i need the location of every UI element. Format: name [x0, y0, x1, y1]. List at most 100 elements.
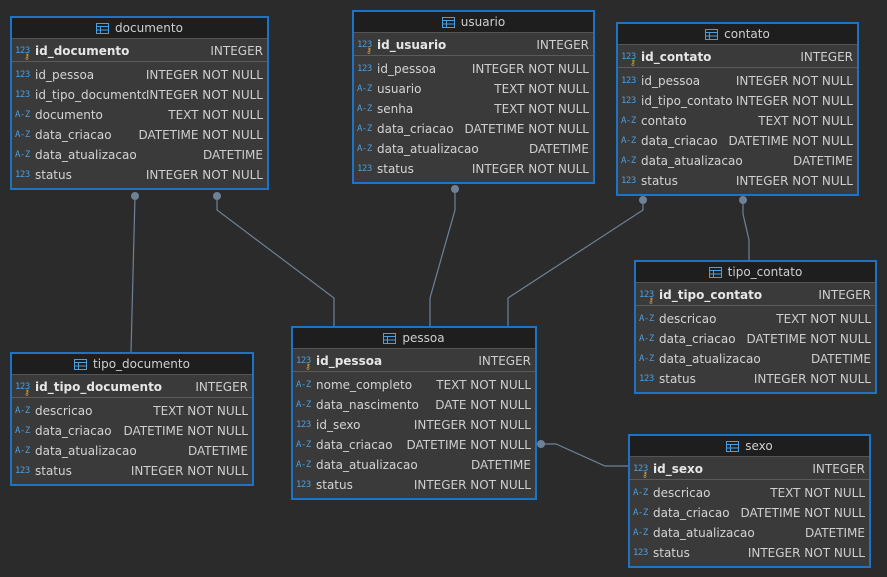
relationship-endpoint[interactable] [739, 196, 747, 204]
column-name: id_usuario [377, 37, 447, 52]
entity-title: pessoa [402, 331, 445, 345]
relationship-endpoint[interactable] [213, 192, 221, 200]
entity-title: documento [115, 21, 183, 35]
column-name: contato [641, 114, 687, 128]
text-type-icon: A-Z [296, 400, 311, 410]
relationship-pessoa-sexo[interactable] [541, 443, 629, 467]
relationship-usuario-pessoa[interactable] [429, 189, 456, 326]
column-name: status [316, 478, 353, 492]
relationship-endpoint[interactable] [131, 192, 139, 200]
table-icon [705, 28, 719, 40]
column-type: INTEGER [195, 379, 248, 394]
text-type-icon: A-Z [296, 460, 311, 470]
relationship-endpoint[interactable] [537, 440, 545, 448]
column-name: descricao [659, 312, 717, 326]
column-name: id_documento [35, 43, 130, 58]
entity-header[interactable]: contato [618, 24, 857, 45]
entity-header[interactable]: documento [12, 18, 267, 39]
column-name: senha [377, 102, 414, 116]
column-type: INTEGER [210, 43, 263, 58]
numeric-type-icon: 123 [15, 90, 30, 100]
column-name: id_tipo_contato [659, 287, 763, 302]
column-type: INTEGER NOT NULL [413, 418, 531, 432]
text-type-icon: A-Z [15, 150, 30, 160]
relationship-endpoint[interactable] [451, 185, 459, 193]
text-type-icon: A-Z [357, 144, 372, 154]
relationship-endpoint[interactable] [639, 196, 647, 204]
text-type-icon: A-Z [15, 406, 30, 416]
entity-header[interactable]: usuario [354, 12, 593, 33]
entity-header[interactable]: tipo_documento [12, 354, 252, 375]
entity-title: sexo [745, 439, 773, 453]
column-name: data_atualizacao [35, 148, 137, 162]
text-type-icon: A-Z [296, 380, 311, 390]
entity-header[interactable]: pessoa [293, 328, 535, 349]
relationship-documento-pessoa[interactable] [216, 196, 335, 326]
numeric-type-icon: 123 [639, 374, 654, 384]
column-type: DATETIME NOT NULL [123, 424, 248, 438]
entity-header[interactable]: sexo [630, 436, 869, 457]
column-type: INTEGER [818, 287, 871, 302]
text-type-icon: A-Z [357, 124, 372, 134]
relationship-documento-tipo_documento[interactable] [130, 195, 136, 353]
entity-header[interactable]: tipo_contato [636, 262, 875, 283]
text-type-icon: A-Z [15, 130, 30, 140]
table-icon [383, 332, 397, 344]
column-name: id_tipo_contato [641, 94, 733, 108]
relationship-contato-pessoa[interactable] [507, 200, 644, 326]
column-name: data_atualizacao [659, 352, 761, 366]
column-name: status [377, 162, 414, 176]
relationship-contato-tipo_contato[interactable] [742, 200, 750, 260]
